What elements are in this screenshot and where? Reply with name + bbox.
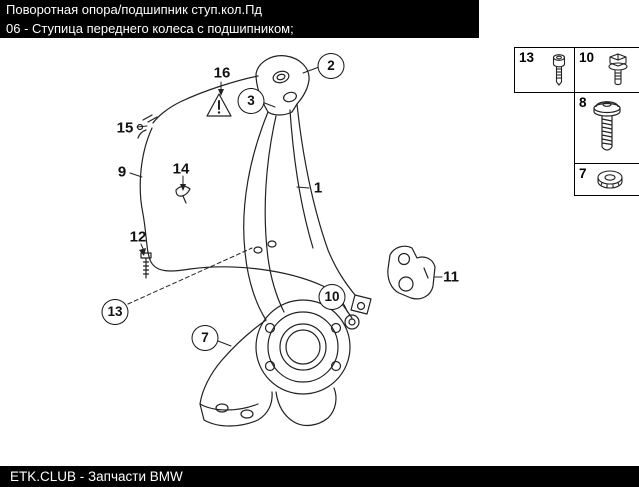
callout-16[interactable]: 16 — [213, 64, 231, 82]
callout-1[interactable]: 1 — [313, 179, 323, 197]
panel-cell-8[interactable]: 8 — [574, 93, 639, 164]
callout-9[interactable]: 9 — [117, 163, 127, 181]
collar-nut-icon — [597, 170, 623, 189]
callout-15[interactable]: 15 — [116, 119, 134, 137]
callout-13[interactable]: 13 — [101, 299, 129, 325]
page-title: Поворотная опора/подшипник ступ.кол.Пд — [6, 2, 263, 17]
section-title: 06 - Ступица переднего колеса с подшипни… — [6, 21, 294, 36]
callout-10[interactable]: 10 — [318, 284, 346, 310]
callout-2[interactable]: 2 — [317, 53, 345, 79]
panel-item-10-label: 10 — [579, 50, 595, 65]
warning-triangle-icon — [206, 93, 232, 117]
flange-bolt-icon — [608, 53, 628, 86]
panel-item-8-label: 8 — [579, 95, 587, 110]
panel-cell-13[interactable]: 13 — [515, 48, 575, 92]
bolt-12-drawing — [140, 252, 152, 279]
footer-brand: ETK.CLUB - Запчасти BMW — [10, 469, 183, 484]
fasteners-panel: 13 10 — [514, 47, 639, 196]
callout-14[interactable]: 14 — [172, 160, 190, 178]
callout-12[interactable]: 12 — [129, 228, 147, 246]
panel-item-7-label: 7 — [579, 166, 587, 181]
section-title-bar: 06 - Ступица переднего колеса с подшипни… — [0, 19, 479, 38]
callout-7[interactable]: 7 — [191, 325, 219, 351]
holder-bracket-drawing — [387, 245, 436, 300]
panel-cell-10[interactable]: 10 — [575, 48, 639, 92]
leader-arrowheads — [139, 89, 224, 256]
panel-item-13-label: 13 — [519, 50, 535, 65]
socket-head-bolt-icon — [552, 54, 566, 86]
steering-knuckle-drawing — [199, 55, 372, 427]
callout-11[interactable]: 11 — [443, 268, 459, 286]
footer-bar: ETK.CLUB - Запчасти BMW — [0, 466, 639, 487]
callout-3[interactable]: 3 — [237, 88, 265, 114]
panel-cell-7[interactable]: 7 — [574, 164, 639, 196]
large-hub-bolt-icon — [593, 101, 621, 151]
window-title-bar: Поворотная опора/подшипник ступ.кол.Пд — [0, 0, 479, 19]
